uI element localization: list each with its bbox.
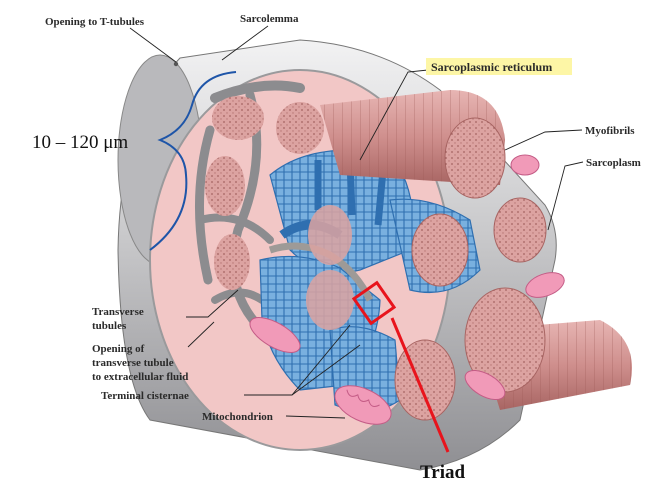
label-opening-tt-line2: transverse tubule: [92, 357, 174, 369]
label-myofibrils: Myofibrils: [585, 125, 635, 137]
label-sarcoplasmic-reticulum: Sarcoplasmic reticulum: [431, 60, 552, 74]
label-mitochondrion: Mitochondrion: [202, 411, 273, 423]
leader-lines: [129, 25, 584, 419]
mitochondria: [249, 154, 565, 425]
label-opening-tt-line3: to extracellular fluid: [92, 371, 188, 383]
label-sarcolemma: Sarcolemma: [240, 13, 299, 25]
label-opening-tt-line1: Opening of: [92, 343, 145, 355]
sr-label-highlight: [426, 58, 572, 75]
label-transverse-tubules-line1: Transverse: [92, 306, 144, 318]
label-terminal-cisternae: Terminal cisternae: [101, 390, 189, 402]
myofibril-lower: [464, 287, 632, 410]
label-triad: Triad: [420, 462, 465, 483]
triad-marker: [351, 280, 450, 453]
label-opening-t-tubules: Opening to T-tubules: [45, 16, 145, 28]
label-size: 10 – 120 μm: [32, 132, 128, 153]
myofibril-upper: [320, 90, 506, 199]
label-sarcoplasm: Sarcoplasm: [586, 157, 641, 169]
size-bracket: [149, 71, 237, 251]
label-transverse-tubules-line2: tubules: [92, 320, 127, 332]
